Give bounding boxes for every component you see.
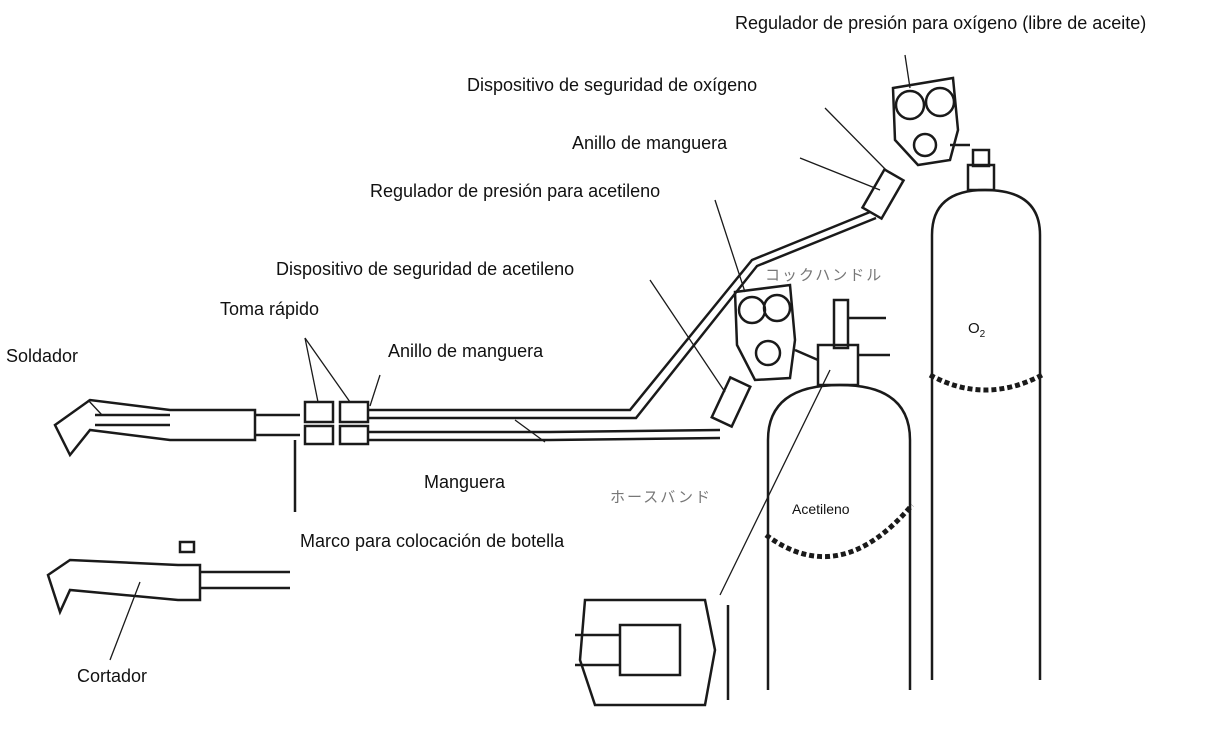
oxygen-cylinder (930, 188, 1042, 680)
label-hose-ring-acetylene: Anillo de manguera (388, 340, 544, 362)
label-acetylene-safety-device: Dispositivo de seguridad de acetileno (276, 258, 575, 280)
label-hose: Manguera (424, 471, 506, 493)
label-oxygen-safety-device: Dispositivo de seguridad de oxígeno (467, 74, 758, 96)
acetylene-safety-device (710, 375, 752, 429)
oxygen-safety-device (860, 167, 906, 221)
oxygen-symbol: O (968, 320, 980, 337)
label-cock-handle: コックハンドル (765, 267, 884, 284)
label-quick-coupler: Toma rápido (220, 298, 320, 320)
oxygen-cylinder-chain (928, 372, 1044, 393)
quick-coupler (303, 400, 335, 424)
oxygen-regulator (891, 76, 960, 167)
welder-torch (53, 398, 257, 458)
label-cutter: Cortador (77, 665, 148, 687)
label-welder: Soldador (6, 345, 79, 367)
label-oxygen-regulator: Regulador de presión para oxígeno (libre… (735, 12, 1147, 34)
acetylene-cylinder-valve (816, 343, 860, 387)
label-acetylene-cylinder: Acetileno (792, 501, 850, 517)
label-hose-band: ホースバンド (610, 489, 713, 506)
acetylene-regulator (733, 283, 797, 382)
label-oxygen-cylinder: O2 (968, 318, 985, 346)
acetylene-cylinder (766, 383, 912, 690)
acetylene-hose (368, 428, 721, 434)
label-acetylene-regulator: Regulador de presión para acetileno (370, 180, 661, 202)
label-hose-ring-oxygen: Anillo de manguera (572, 132, 728, 154)
oxygen-subscript: 2 (979, 329, 986, 340)
oxygen-hose (368, 210, 871, 412)
valve-detail (578, 598, 717, 707)
label-bottle-frame: Marco para colocación de botella (300, 530, 565, 552)
oxygen-cylinder-valve (966, 163, 996, 192)
cutter-torch (46, 558, 202, 616)
acetylene-cylinder-chain (764, 503, 914, 559)
